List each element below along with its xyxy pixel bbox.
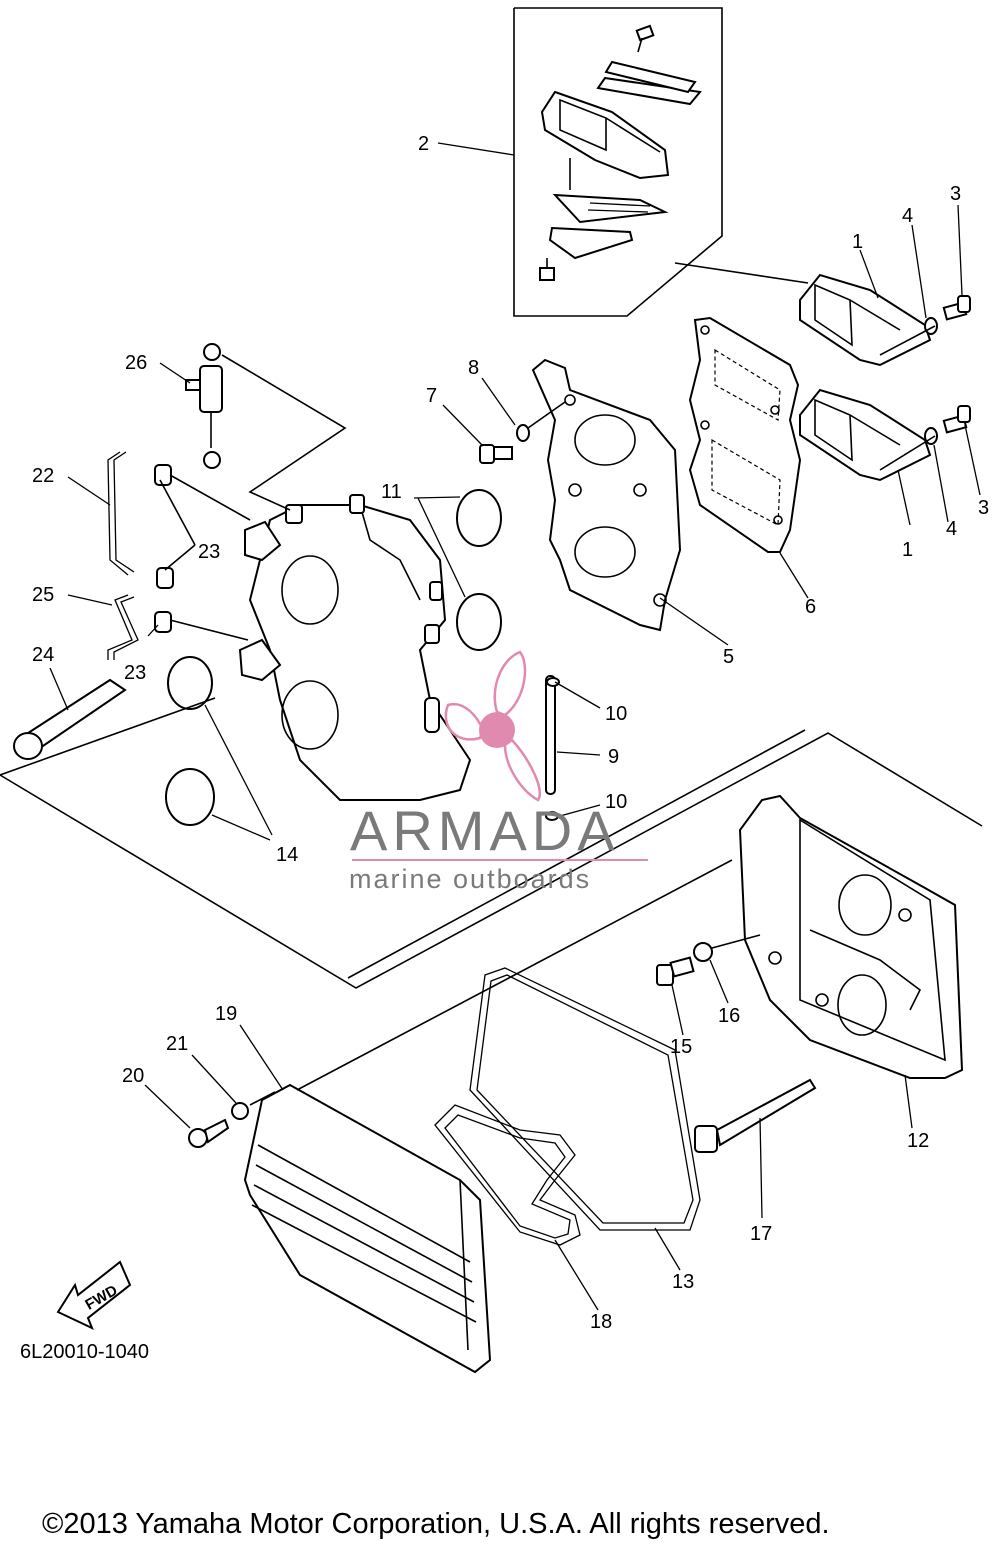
screw-lower xyxy=(942,405,971,434)
cylinder-head xyxy=(738,794,964,1079)
reed-valve-kit-box xyxy=(513,7,723,317)
callout-20: 20 xyxy=(122,1065,144,1087)
callout-2: 2 xyxy=(418,133,429,155)
washer-part-16 xyxy=(693,942,713,962)
callout-1: 1 xyxy=(852,231,863,253)
callout-19: 19 xyxy=(215,1003,237,1025)
hose-part-22 xyxy=(107,451,135,576)
washer-part-8 xyxy=(516,424,530,442)
callout-1: 1 xyxy=(902,539,913,561)
callout-4: 4 xyxy=(902,205,913,227)
head-cover xyxy=(243,1083,492,1374)
screw-part-20 xyxy=(188,1118,230,1148)
bolt-part-17 xyxy=(694,1078,817,1153)
circlip-upper xyxy=(456,489,502,547)
callout-17: 17 xyxy=(750,1223,772,1245)
intake-manifold xyxy=(531,358,682,632)
callout-3: 3 xyxy=(978,497,989,519)
callout-4: 4 xyxy=(946,518,957,540)
callout-15: 15 xyxy=(670,1036,692,1058)
head-cover-gasket xyxy=(469,967,701,1231)
callout-22: 22 xyxy=(32,465,54,487)
washer-part-21 xyxy=(231,1102,249,1120)
choke-link xyxy=(185,343,223,469)
callout-14: 14 xyxy=(276,844,298,866)
callout-10: 10 xyxy=(605,703,627,725)
callout-23: 23 xyxy=(198,541,220,563)
cover-seal xyxy=(434,1104,581,1246)
circlip-lower xyxy=(456,593,502,651)
washer-upper xyxy=(924,317,938,335)
callout-12: 12 xyxy=(907,1130,929,1152)
callout-9: 9 xyxy=(608,746,619,768)
rod-part-9 xyxy=(545,675,556,795)
leader-lines xyxy=(49,142,981,1311)
reed-valve-lower xyxy=(799,388,932,482)
fwd-arrow-icon: FWD xyxy=(56,1260,132,1330)
pin-upper xyxy=(546,677,560,687)
carburetor-body xyxy=(238,494,472,801)
screw-upper xyxy=(942,295,971,321)
callout-3: 3 xyxy=(950,183,961,205)
callout-24: 24 xyxy=(32,644,54,666)
o-ring-lower xyxy=(165,768,215,826)
reed-valve-upper xyxy=(799,273,932,367)
callout-23: 23 xyxy=(124,662,146,684)
callout-labels: 1 1 2 3 3 4 4 5 6 7 8 9 10 10 11 12 13 1… xyxy=(32,133,989,1333)
bolt-part-15 xyxy=(656,956,695,986)
drain-plug xyxy=(13,678,127,760)
callout-26: 26 xyxy=(125,352,147,374)
copyright-notice: ©2013 Yamaha Motor Corporation, U.S.A. A… xyxy=(42,1508,830,1540)
callout-10: 10 xyxy=(605,791,627,813)
clamp-upper xyxy=(154,464,172,486)
callout-16: 16 xyxy=(718,1005,740,1027)
callout-8: 8 xyxy=(468,357,479,379)
hose-part-25 xyxy=(107,594,139,660)
callout-21: 21 xyxy=(166,1033,188,1055)
pin-lower xyxy=(545,811,559,821)
callout-7: 7 xyxy=(426,385,437,407)
gasket xyxy=(688,316,802,553)
propeller-logo-icon xyxy=(444,650,541,802)
clamp-lower xyxy=(154,611,172,633)
callout-13: 13 xyxy=(672,1271,694,1293)
callout-25: 25 xyxy=(32,584,54,606)
armada-watermark: ARMADA marine outboards xyxy=(349,650,648,894)
watermark-name: ARMADA xyxy=(350,799,620,862)
diagram-code: 6L20010-1040 xyxy=(20,1341,149,1363)
watermark-tagline: marine outboards xyxy=(349,864,591,894)
clamp-middle xyxy=(156,567,174,589)
o-ring-upper xyxy=(167,656,213,710)
callout-5: 5 xyxy=(723,646,734,668)
bolt-part-7 xyxy=(479,444,513,464)
callout-11: 11 xyxy=(381,481,402,503)
callout-6: 6 xyxy=(805,596,816,618)
callout-18: 18 xyxy=(590,1311,612,1333)
nozzle xyxy=(424,697,440,733)
